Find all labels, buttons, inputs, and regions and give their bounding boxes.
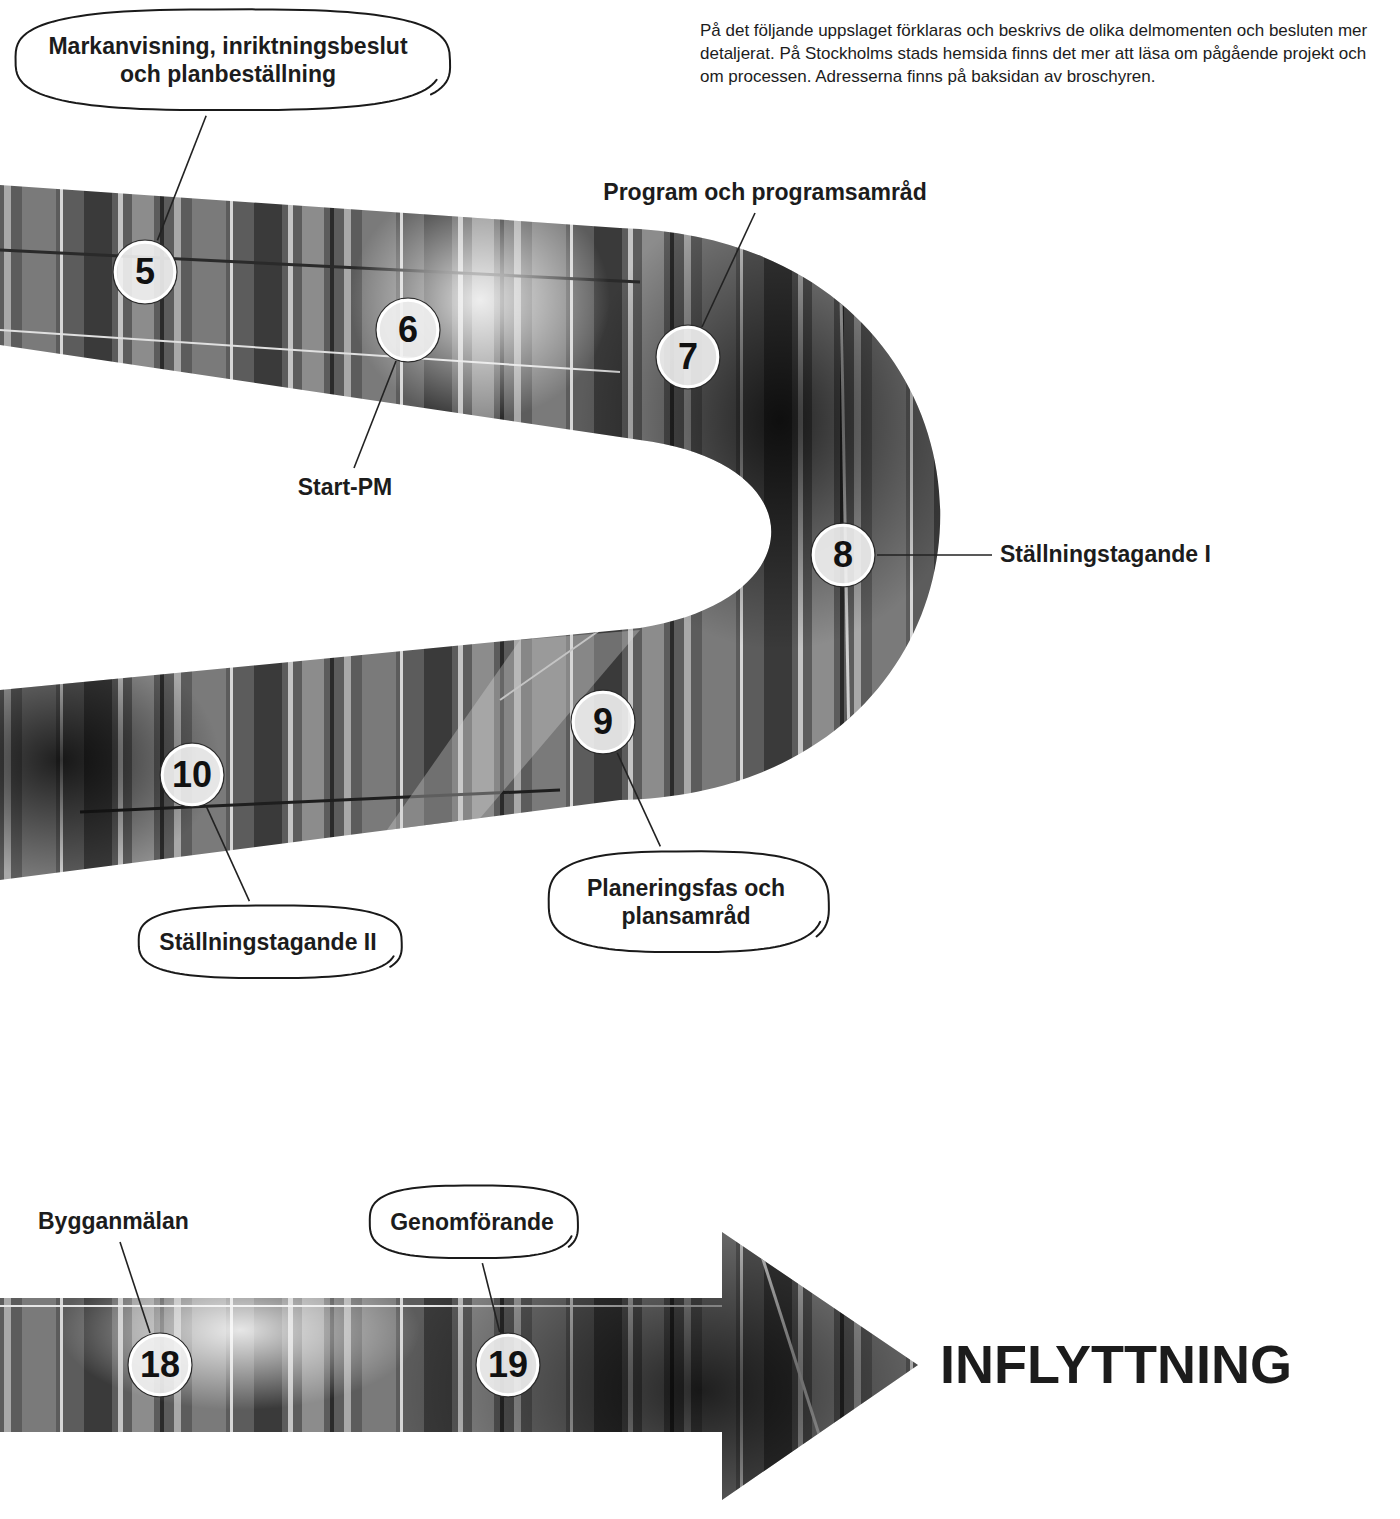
leader-connector <box>206 806 249 901</box>
stage-label-box: Program och programsamråd <box>603 179 926 207</box>
leader-line <box>702 213 755 327</box>
text-wrap: 8 <box>833 537 853 573</box>
arrow-shadow <box>400 1190 1000 1519</box>
oval-outline <box>549 851 829 952</box>
text-wrap: Planeringsfas och plansamråd <box>569 874 803 930</box>
text-wrap: Markanvisning, inriktningsbeslut och pla… <box>38 32 419 88</box>
s-shaped-band <box>0 0 1400 1000</box>
ring-fill <box>115 242 175 302</box>
band-photo <box>0 0 1400 1000</box>
band-light <box>380 630 640 840</box>
node-text: Genomförande <box>390 1208 554 1236</box>
node-text: 8 <box>833 537 853 573</box>
band-light <box>350 180 610 420</box>
text-wrap: 19 <box>488 1347 528 1383</box>
leader-connector <box>482 1263 499 1332</box>
text-wrap: 5 <box>135 254 155 290</box>
step-number-circle: 19 <box>475 1332 541 1398</box>
oval-outline <box>139 906 402 979</box>
text-wrap: 18 <box>140 1347 180 1383</box>
final-arrow <box>0 1190 1000 1519</box>
end-heading-box: INFLYTTNING <box>940 1335 1292 1394</box>
stage-label-box: Start-PM <box>298 474 393 502</box>
oval-outline <box>15 9 450 110</box>
text-wrap: 6 <box>398 312 418 348</box>
stage-label: Bygganmälan <box>38 1208 189 1236</box>
step-number-circle: 5 <box>112 239 178 305</box>
leader-line <box>120 1242 150 1333</box>
ring-outline <box>656 325 720 389</box>
node-text: Ställningstagande II <box>159 928 376 956</box>
node-text: 5 <box>135 254 155 290</box>
stage-oval: Genomförande <box>370 1186 574 1258</box>
leader-lines <box>120 213 992 1333</box>
band-shadow <box>580 190 980 650</box>
ring-fill <box>573 692 633 752</box>
ring-fill <box>162 745 222 805</box>
node-text: 9 <box>593 704 613 740</box>
step-number-circle: 10 <box>159 742 225 808</box>
stage-oval: Planeringsfas och plansamråd <box>549 852 823 952</box>
node-text: 6 <box>398 312 418 348</box>
step-number-circle: 7 <box>655 324 721 390</box>
node-text: 7 <box>678 339 698 375</box>
stage-label-box: Ställningstagande I <box>1000 541 1211 569</box>
ring-fill <box>478 1335 538 1395</box>
arrow-light <box>60 1250 420 1410</box>
ring-outline <box>376 298 440 362</box>
node-text: 10 <box>172 757 212 793</box>
leader-line <box>877 554 992 556</box>
stage-label: Start-PM <box>298 474 393 502</box>
intro-note-box: På det följande uppslaget förklaras och … <box>700 20 1394 89</box>
leader-connector <box>617 753 660 846</box>
step-number-circle: 8 <box>810 522 876 588</box>
band-shadow <box>0 640 220 880</box>
node-text: 19 <box>488 1347 528 1383</box>
ring-outline <box>160 743 224 807</box>
ring-fill <box>378 300 438 360</box>
text-wrap: Ställningstagande II <box>159 928 376 956</box>
stage-oval: Ställningstagande II <box>139 906 396 978</box>
leader-line <box>354 361 396 468</box>
text-wrap: 7 <box>678 339 698 375</box>
ring-fill <box>813 525 873 585</box>
stage-label: Ställningstagande I <box>1000 541 1211 569</box>
ring-outline <box>571 690 635 754</box>
ring-outline <box>113 240 177 304</box>
stage-label: Program och programsamråd <box>603 179 926 207</box>
node-text: Planeringsfas och plansamråd <box>569 874 803 930</box>
intro-note: På det följande uppslaget förklaras och … <box>700 20 1394 89</box>
text-wrap: 9 <box>593 704 613 740</box>
node-text: 18 <box>140 1347 180 1383</box>
text-wrap: Genomförande <box>390 1208 554 1236</box>
end-heading: INFLYTTNING <box>940 1335 1292 1394</box>
ring-outline <box>476 1333 540 1397</box>
oval-outline <box>370 1186 578 1259</box>
text-wrap: 10 <box>172 757 212 793</box>
step-number-circle: 18 <box>127 1332 193 1398</box>
ring-outline <box>128 1333 192 1397</box>
node-text: Markanvisning, inriktningsbeslut och pla… <box>38 32 419 88</box>
step-number-circle: 6 <box>375 297 441 363</box>
leader-connector <box>157 116 206 241</box>
stage-oval: Markanvisning, inriktningsbeslut och pla… <box>16 10 441 110</box>
stage-label-box: Bygganmälan <box>38 1208 189 1236</box>
ring-fill <box>658 327 718 387</box>
step-number-circle: 9 <box>570 689 636 755</box>
ring-fill <box>130 1335 190 1395</box>
hand-drawn-oval <box>549 852 823 952</box>
ring-outline <box>811 523 875 587</box>
hand-drawn-oval <box>16 10 441 110</box>
